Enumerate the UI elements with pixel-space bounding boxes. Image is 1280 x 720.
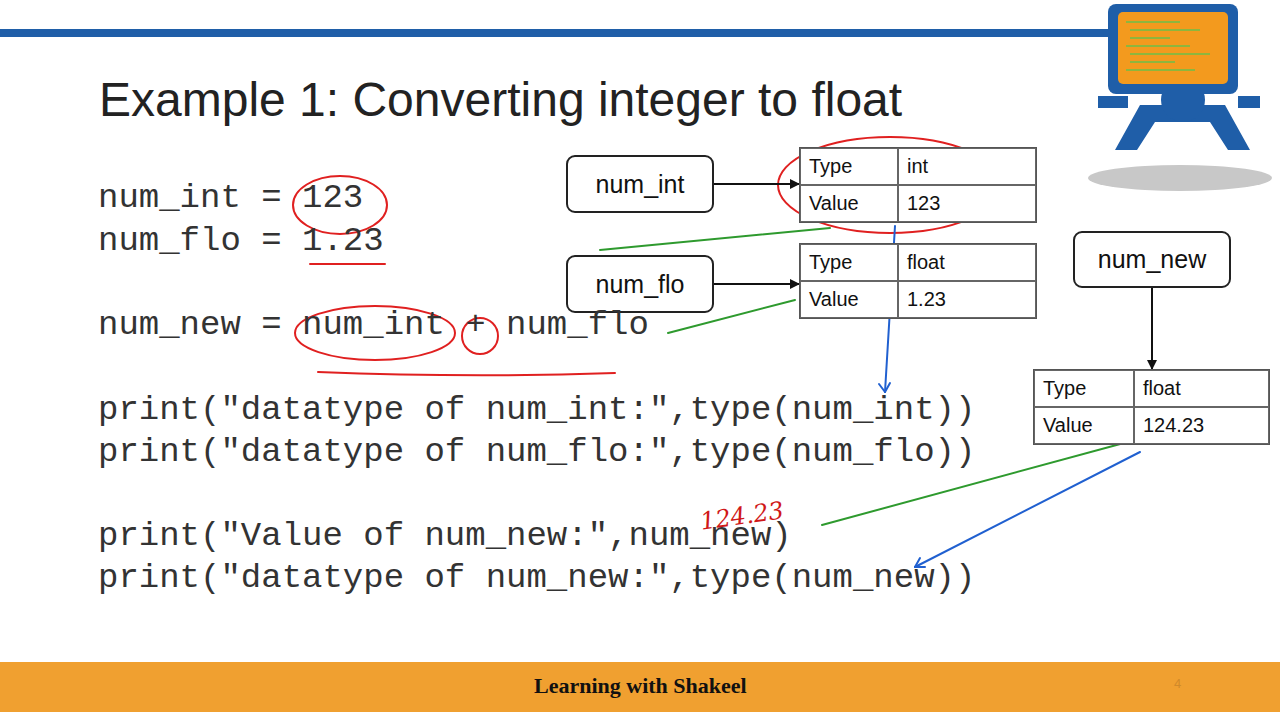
field-name: Type [1043,377,1086,400]
table-cell: 123 [898,185,1036,222]
field-value: 123 [907,192,940,215]
code-line: num_int = 123 [98,178,363,218]
object-table: Type intValue 123 [799,147,1037,223]
code-line: print("datatype of num_new:",type(num_ne… [98,558,975,598]
table-cell: Value [800,281,898,318]
reference-arrow [714,283,799,285]
code-line: num_new = num_int + num_flo [98,305,649,345]
code-line: print("datatype of num_int:",type(num_in… [98,390,975,430]
variable-name: num_new [1098,245,1206,274]
variable-box: num_int [566,155,714,213]
top-rule [0,29,1110,37]
footer-text: Learning with Shakeel [534,673,747,699]
code-line: print("datatype of num_flo:",type(num_fl… [98,432,975,472]
variable-box: num_new [1073,231,1231,288]
logo [1088,4,1272,191]
field-name: Type [809,155,852,178]
page-number: 4 [1174,676,1181,691]
field-value: float [907,251,945,274]
variable-name: num_int [596,170,685,199]
code-line: print("Value of num_new:",num_new) [98,516,792,556]
hand-annotations [293,137,1210,567]
object-table: Type floatValue 1.23 [799,243,1037,319]
variable-box: num_flo [566,255,714,313]
field-value: 124.23 [1143,414,1204,437]
table-cell: Type [800,148,898,185]
footer-bar [0,662,1280,712]
table-cell: 1.23 [898,281,1036,318]
table-cell: 124.23 [1134,407,1269,444]
table-cell: Type [1034,370,1134,407]
reference-arrow [1151,288,1153,369]
table-cell: Value [800,185,898,222]
table-cell: Type [800,244,898,281]
field-name: Value [809,192,859,215]
variable-name: num_flo [596,270,685,299]
field-name: Value [1043,414,1093,437]
table-cell: float [1134,370,1269,407]
field-name: Value [809,288,859,311]
field-value: float [1143,377,1181,400]
field-value: 1.23 [907,288,946,311]
table-cell: Value [1034,407,1134,444]
table-cell: float [898,244,1036,281]
reference-arrow [714,183,799,185]
slide-title: Example 1: Converting integer to float [99,72,902,127]
object-table: Type floatValue 124.23 [1033,369,1270,445]
table-cell: int [898,148,1036,185]
field-value: int [907,155,928,178]
field-name: Type [809,251,852,274]
code-line: num_flo = 1.23 [98,221,384,261]
